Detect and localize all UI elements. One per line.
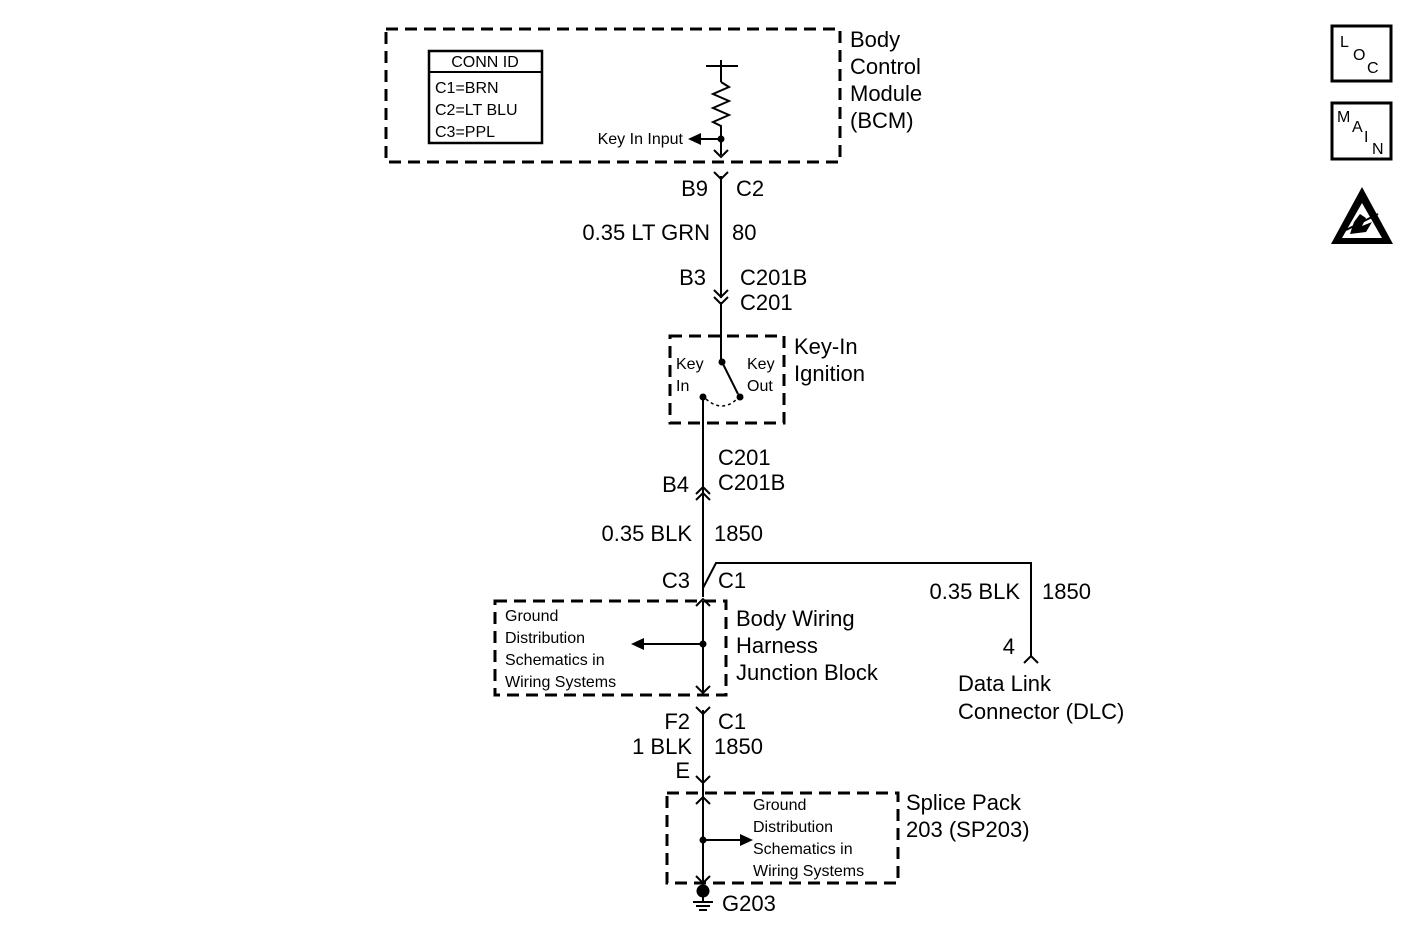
splice-pin-e-label: E <box>675 758 690 783</box>
bcm-name-line-4: (BCM) <box>850 108 914 133</box>
junction-pin-c3-label: C3 <box>662 568 690 593</box>
key-in-line-2: In <box>676 378 689 395</box>
splice-ref-line-1: Ground <box>753 797 806 814</box>
junction-ref-line-3: Schematics in <box>505 652 605 669</box>
ground-g203[interactable]: G203 <box>693 884 776 917</box>
key-in-line-1: Key <box>676 356 704 373</box>
conn-id-title: CONN ID <box>451 54 519 71</box>
loc-letter-1: L <box>1340 34 1349 51</box>
splice-ref-line-4: Wiring Systems <box>753 863 864 880</box>
c201-pin-b4-label: B4 <box>662 472 689 497</box>
junction-block[interactable]: Ground Distribution Schematics in Wiring… <box>493 597 879 697</box>
bcm-name-line-1: Body <box>850 27 900 52</box>
wire-circuit-1850-lower: F2 C1 1 BLK 1850 E <box>632 706 763 884</box>
key-in-input-label: Key In Input <box>598 131 684 148</box>
wire-circuit-80: B9 C2 0.35 LT GRN 80 B3 C201B C201 <box>582 149 807 362</box>
splice-ref-line-2: Distribution <box>753 819 833 836</box>
main-letter-2: A <box>1352 119 1363 136</box>
splice-name-line-2: 203 (SP203) <box>906 817 1030 842</box>
junction-ref-line-1: Ground <box>505 608 558 625</box>
main-letter-4: N <box>1372 141 1384 158</box>
wire-circuit-1850-upper: C201 C201B B4 0.35 BLK 1850 C3 C1 <box>601 397 785 597</box>
wire3-gauge-color: 1 BLK <box>632 734 692 759</box>
dlc-pin-label: 4 <box>1003 634 1015 659</box>
main-letter-1: M <box>1337 109 1350 126</box>
c201-label-lower: C201 <box>718 445 771 470</box>
bcm-module[interactable]: Body Control Module (BCM) <box>384 27 922 164</box>
junction-ref-line-4: Wiring Systems <box>505 674 616 691</box>
bcm-name-line-3: Module <box>850 81 922 106</box>
junction-connector-c1-top: C1 <box>718 568 746 593</box>
bcm-name-line-2: Control <box>850 54 921 79</box>
dlc-wire-circuit-number: 1850 <box>1042 579 1091 604</box>
switch-name-line-2: Ignition <box>794 361 865 386</box>
splice-ref-line-3: Schematics in <box>753 841 853 858</box>
c201-pin-b3-label: B3 <box>679 265 706 290</box>
loc-letter-3: C <box>1367 60 1379 77</box>
wire1-circuit-number: 80 <box>732 220 756 245</box>
switch-name-line-1: Key-In <box>794 334 858 359</box>
ground-label: G203 <box>722 891 776 916</box>
junction-name-line-3: Junction Block <box>736 660 879 685</box>
conn-id-box: CONN ID C1=BRN C2=LT BLU C3=PPL <box>427 49 544 145</box>
c201b-label-upper: C201B <box>740 265 807 290</box>
key-in-ignition-switch[interactable]: Key In Key Out Key-In Ignition <box>668 334 865 425</box>
splice-name-line-1: Splice Pack <box>906 790 1022 815</box>
bcm-pin-label: B9 <box>681 176 708 201</box>
c201b-label-lower: C201B <box>718 470 785 495</box>
conn-id-row-3: C3=PPL <box>435 124 495 141</box>
splice-pack-sp203[interactable]: Ground Distribution Schematics in Wiring… <box>665 790 1030 885</box>
key-out-line-1: Key <box>747 356 775 373</box>
data-link-connector[interactable]: Data Link Connector (DLC) <box>958 671 1124 724</box>
wire3-circuit-number: 1850 <box>714 734 763 759</box>
loc-letter-2: O <box>1353 47 1365 64</box>
dlc-wire-gauge-color: 0.35 BLK <box>929 579 1020 604</box>
junction-ref-line-2: Distribution <box>505 630 585 647</box>
dlc-name-line-1: Data Link <box>958 671 1052 696</box>
wire2-gauge-color: 0.35 BLK <box>601 521 692 546</box>
main-button[interactable]: M A I N <box>1330 101 1393 161</box>
wire2-circuit-number: 1850 <box>714 521 763 546</box>
key-out-line-2: Out <box>747 378 773 395</box>
junction-name-line-2: Harness <box>736 633 818 658</box>
dlc-name-line-2: Connector (DLC) <box>958 699 1124 724</box>
conn-id-row-2: C2=LT BLU <box>435 102 518 119</box>
junction-name-line-1: Body Wiring <box>736 606 855 631</box>
ground-eyelet-icon <box>696 884 710 898</box>
bcm-connector-label: C2 <box>736 176 764 201</box>
conn-id-row-1: C1=BRN <box>435 80 499 97</box>
esd-warning-icon <box>1331 187 1393 244</box>
c201-label-upper: C201 <box>740 290 793 315</box>
junction-pin-f2-label: F2 <box>664 709 690 734</box>
bcm-pullup-resistor: Key In Input <box>598 60 738 155</box>
junction-connector-c1-bottom: C1 <box>718 709 746 734</box>
dlc-branch-wire: 0.35 BLK 1850 4 <box>702 562 1091 664</box>
main-letter-3: I <box>1364 129 1368 146</box>
wire1-gauge-color: 0.35 LT GRN <box>582 220 710 245</box>
loc-button[interactable]: L O C <box>1330 24 1393 83</box>
